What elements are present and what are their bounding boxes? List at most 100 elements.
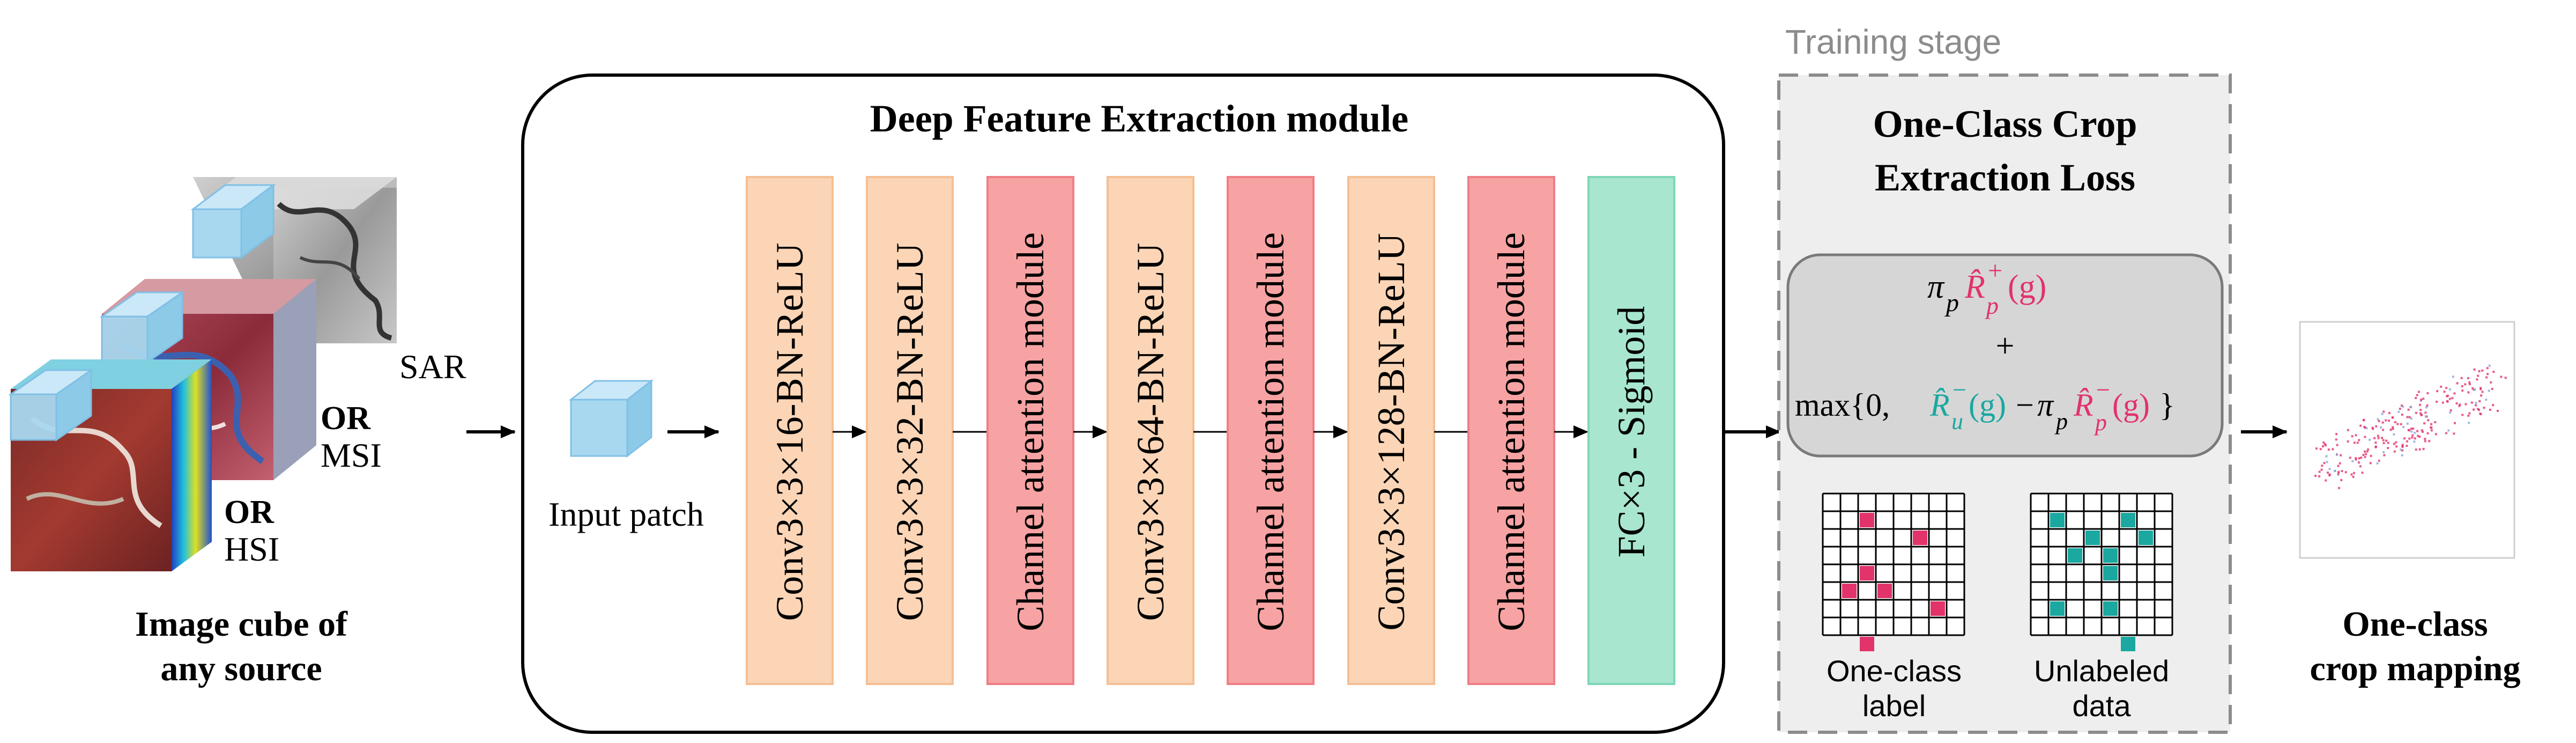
crop-map-pixel	[2409, 406, 2412, 408]
crop-map-pixel	[2411, 434, 2414, 437]
crop-map-pixel	[2382, 429, 2384, 431]
crop-map-pixel	[2400, 423, 2402, 425]
crop-map-pixel	[2387, 447, 2389, 450]
crop-map-pixel	[2415, 411, 2417, 414]
unlabeled-cell	[2050, 601, 2065, 616]
crop-map-pixel	[2377, 437, 2380, 439]
unlabeled-label-line2: data	[2073, 689, 2132, 723]
loss-title-line2: Extraction Loss	[1875, 156, 2135, 199]
crop-map-pixel	[2364, 455, 2366, 458]
crop-map-pixel	[2339, 462, 2341, 465]
crop-map-pixel	[2410, 430, 2413, 433]
crop-map-pixel	[2424, 415, 2427, 418]
crop-map-pixel	[2446, 400, 2448, 402]
crop-map-pixel	[2400, 404, 2403, 407]
crop-map-pixel	[2491, 388, 2493, 390]
crop-map-pixel	[2446, 395, 2448, 398]
source-caption-line2: any source	[160, 649, 322, 688]
crop-map-pixel	[2440, 385, 2443, 388]
unlabeled-cell	[2085, 531, 2100, 545]
crop-map-pixel	[2461, 389, 2464, 392]
crop-map-pixel	[2314, 475, 2317, 477]
crop-map-pixel	[2417, 435, 2419, 437]
formula-term-positive: π p R̂ p + (g)	[1927, 256, 2046, 319]
crop-map-pixel	[2381, 413, 2384, 415]
crop-map-pixel	[2422, 398, 2425, 400]
crop-map-pixel	[2385, 419, 2387, 422]
crop-map-pixel	[2337, 472, 2340, 475]
crop-map-pixel	[2427, 419, 2430, 422]
crop-map-pixel	[2418, 436, 2421, 438]
unlabeled-cell	[2103, 601, 2118, 616]
crop-map-pixel	[2401, 413, 2403, 416]
crop-map-pixel	[2492, 371, 2495, 373]
module-block-7	[1467, 176, 1555, 685]
crop-map-pixel	[2419, 400, 2422, 402]
crop-map-image	[2299, 321, 2515, 559]
one-class-cell	[1913, 531, 1927, 545]
formula-rp-minus-g: (g)	[2112, 387, 2150, 423]
crop-map-pixel	[2393, 433, 2395, 436]
crop-map-pixel	[2377, 418, 2379, 421]
crop-map-pixel	[2358, 457, 2360, 460]
crop-map-pixel	[2488, 389, 2490, 392]
crop-map-pixel	[2425, 406, 2427, 409]
crop-map-pixel	[2318, 470, 2321, 473]
formula-rp-plus: R̂	[1964, 269, 1985, 305]
crop-map-pixel	[2335, 438, 2337, 441]
formula-pi2-sub: p	[2054, 408, 2068, 435]
crop-map-pixel	[2422, 430, 2424, 433]
msi-label: MSI	[321, 436, 382, 474]
crop-map-pixel	[2448, 388, 2451, 391]
formula-pi2: π	[2037, 387, 2054, 423]
crop-map-pixel	[2322, 441, 2325, 444]
crop-map-pixel	[2434, 421, 2437, 423]
crop-map-pixel	[2334, 470, 2336, 473]
crop-map-pixel	[2319, 448, 2322, 451]
crop-map-pixel	[2374, 442, 2377, 444]
crop-map-pixel	[2417, 391, 2420, 393]
module-block-2	[866, 176, 954, 685]
crop-map-pixel	[2353, 442, 2356, 444]
crop-map-pixel	[2460, 377, 2463, 379]
crop-map-pixel	[2328, 473, 2331, 476]
crop-map-pixel	[2500, 376, 2503, 378]
crop-map-pixel	[2490, 381, 2492, 384]
input-patch-label: Input patch	[548, 495, 704, 533]
crop-map-pixel	[2422, 447, 2425, 450]
crop-map-pixel	[2381, 421, 2384, 424]
hsi-label: HSI	[224, 530, 279, 568]
unlabeled-cell	[2068, 548, 2082, 563]
crop-map-pixel	[2448, 398, 2451, 400]
crop-map-pixel	[2419, 409, 2422, 411]
crop-map-pixel	[2419, 403, 2422, 406]
crop-map-pixel	[2403, 437, 2406, 440]
one-class-cell	[1931, 601, 1945, 616]
crop-map-pixel	[2365, 427, 2368, 430]
crop-map-pixel	[2336, 453, 2338, 456]
crop-map-pixel	[2461, 385, 2463, 387]
crop-map-pixel	[2406, 422, 2409, 425]
crop-map-pixel	[2452, 376, 2454, 378]
crop-map-pixel	[2352, 475, 2355, 478]
crop-map-pixel	[2453, 392, 2456, 395]
crop-map-pixel	[2401, 445, 2404, 448]
crop-map-pixel	[2475, 402, 2477, 404]
crop-map-pixel	[2451, 397, 2454, 400]
crop-map-pixel	[2443, 391, 2446, 393]
module-block-5	[1227, 176, 1315, 685]
crop-map-pixel	[2420, 414, 2423, 416]
crop-map-pixel	[2413, 440, 2416, 443]
crop-map-pixel	[2364, 436, 2366, 438]
loss-formula-box	[1786, 253, 2224, 458]
crop-map-pixel	[2430, 429, 2433, 432]
crop-map-pixel	[2326, 461, 2328, 464]
crop-map-pixel	[2483, 407, 2485, 409]
crop-map-pixel	[2430, 426, 2433, 429]
source-caption-line1: Image cube of	[135, 605, 348, 644]
crop-map-pixel	[2473, 408, 2475, 411]
crop-map-pixel	[2476, 378, 2478, 381]
crop-map-pixel	[2485, 399, 2488, 401]
crop-map-pixel	[2340, 454, 2342, 457]
crop-map-pixel	[2388, 411, 2391, 414]
